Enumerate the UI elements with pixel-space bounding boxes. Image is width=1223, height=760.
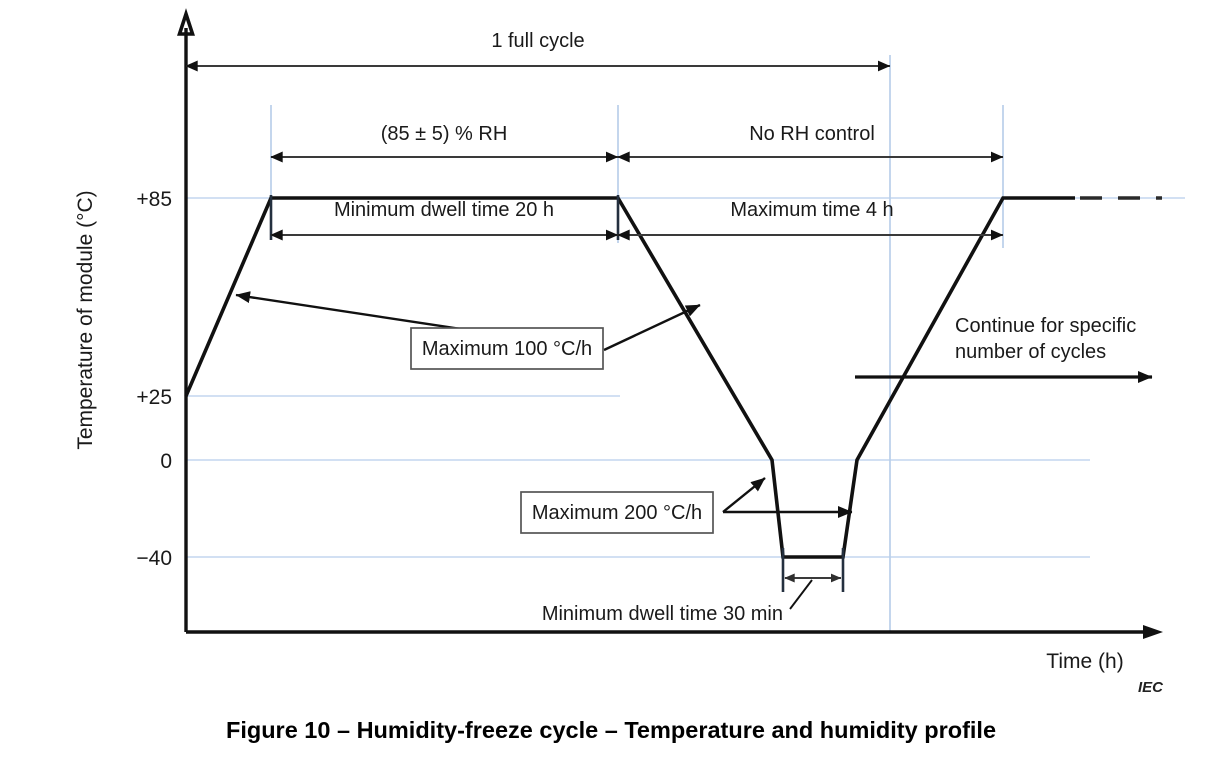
y-axis-arrowhead [177, 8, 195, 36]
hot-dwell-label: Minimum dwell time 20 h [334, 199, 554, 221]
callout-cool-rate-label: Maximum 200 °C/h [532, 502, 702, 524]
y-tick-label-0: 0 [160, 450, 172, 473]
rh-uncontrolled-label: No RH control [749, 123, 875, 145]
full-cycle-label: 1 full cycle [491, 30, 584, 52]
iec-source-mark: IEC [1138, 679, 1164, 696]
y-tick-label-85: +85 [136, 188, 172, 211]
y-axis-title: Temperature of module (°C) [74, 190, 97, 449]
callout-heat-rate-label: Maximum 100 °C/h [422, 338, 592, 360]
callout-box-cool-rate [520, 491, 714, 534]
callout-box-heat-rate [410, 327, 604, 370]
x-axis-title: Time (h) [1046, 650, 1123, 673]
continue-cycles-label-line1: Continue for specific [955, 315, 1136, 337]
figure-caption: Figure 10 – Humidity-freeze cycle – Temp… [226, 717, 996, 743]
continue-cycles-label-line2: number of cycles [955, 341, 1106, 363]
y-tick-label-25: +25 [136, 386, 172, 409]
leader-cold-dwell-label [789, 579, 813, 610]
y-tick-label-minus40: −40 [136, 547, 172, 570]
cold-dwell-label: Minimum dwell time 30 min [542, 603, 783, 625]
max-time-label: Maximum time 4 h [730, 199, 893, 221]
leader-cool-steep [722, 477, 766, 513]
rh-controlled-label: (85 ± 5) % RH [381, 123, 508, 145]
x-axis-arrowhead [1143, 625, 1163, 639]
leader-cool-ramp-upper [603, 303, 701, 352]
